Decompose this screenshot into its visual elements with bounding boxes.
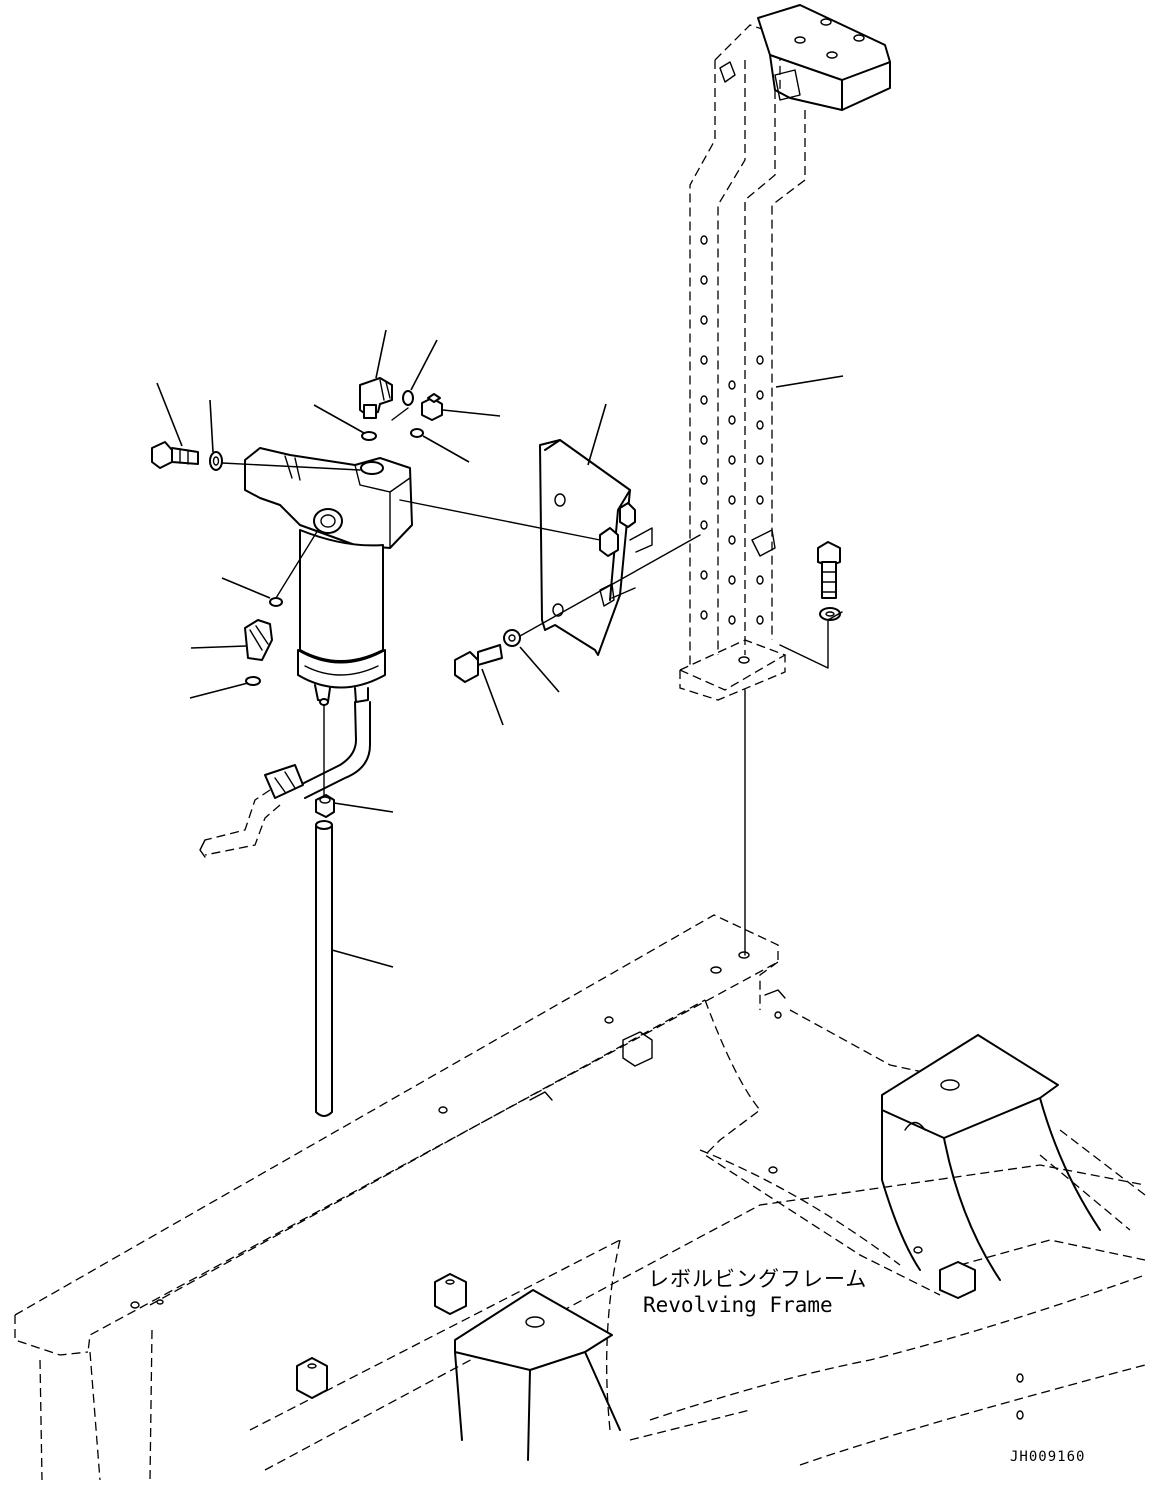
assembly-lines [221, 407, 843, 956]
washer-icon [209, 451, 223, 471]
elbow-fitting-lower [244, 619, 273, 661]
frame-mounting-bolt [817, 541, 841, 621]
leader-lines [156, 329, 844, 968]
elbow-fitting-icon [359, 377, 393, 419]
hose-clamp-icon [315, 794, 335, 818]
bracket-plate-icon [539, 439, 653, 656]
drawing-code: JH009160 [1010, 1449, 1085, 1465]
frame-name-ja: レボルビングフレーム [648, 1267, 867, 1291]
drain-tube [315, 698, 333, 1117]
revolving-frame [14, 914, 1146, 1481]
drain-hose-icon [199, 701, 371, 858]
support-column [678, 4, 891, 701]
o-ring-icon [245, 390, 424, 686]
fuel-filter-icon [244, 447, 413, 703]
plug-icon [421, 393, 443, 421]
banjo-bolt-icon [151, 441, 199, 469]
frame-name-en: Revolving Frame [643, 1293, 833, 1317]
mounting-bolt-icon [454, 629, 521, 683]
